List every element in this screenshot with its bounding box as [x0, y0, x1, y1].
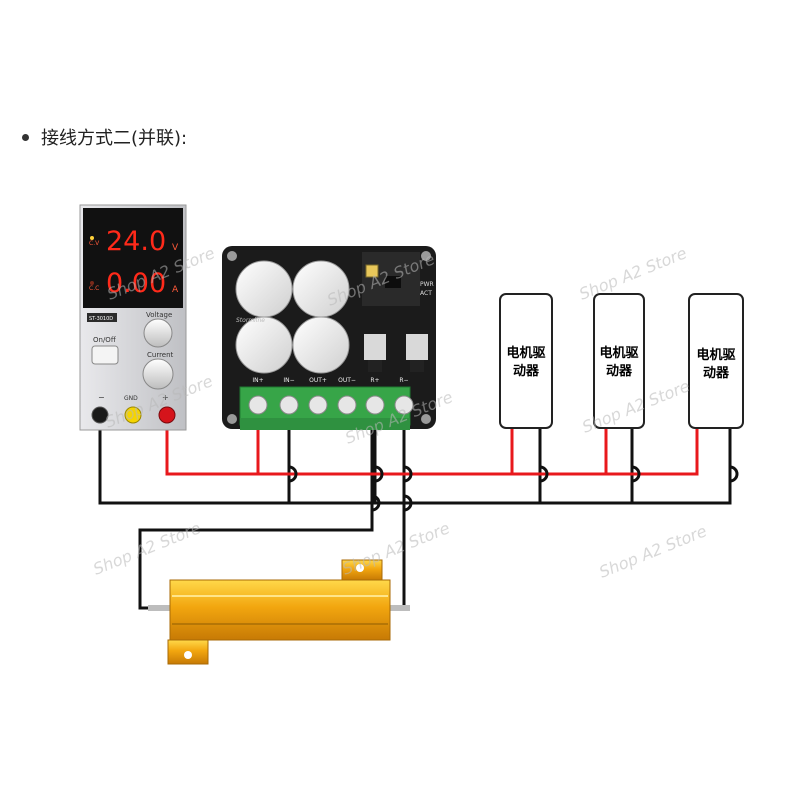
wire-resistor-left: [138, 411, 374, 610]
crossing-hop: [403, 465, 413, 483]
crossing-hop: [631, 465, 641, 483]
trimmer-pot[interactable]: [365, 264, 379, 278]
motor-driver-2-label: 电机驱动器: [599, 345, 638, 379]
watermark: Shop A2 Store: [339, 518, 452, 578]
heading-text: 接线方式二(并联):: [41, 128, 188, 149]
psu-display-panel: [83, 208, 183, 308]
motor-driver-1-label: 电机驱动器: [506, 345, 545, 379]
cv-led-icon: [90, 236, 94, 240]
plus-label: +: [162, 393, 169, 402]
current-display: 0.00: [106, 268, 166, 299]
cv-label: C.V: [89, 240, 100, 247]
wire-psu-plus-bus: [165, 428, 699, 476]
cc-label: C.C: [89, 285, 99, 292]
mounting-hole: [184, 651, 192, 659]
motor-driver-1[interactable]: [499, 293, 553, 429]
positive-wires: [165, 411, 699, 476]
voltage-knob-label: Voltage: [146, 311, 172, 319]
mounting-hole: [227, 414, 237, 424]
plus-terminal[interactable]: [158, 406, 176, 424]
mosfet-tab: [410, 360, 424, 372]
resistor-lead-left: [148, 605, 172, 611]
crossing-hop: [403, 494, 413, 512]
negative-wires: [98, 411, 732, 610]
terminal-label: R+: [370, 377, 379, 384]
motor-driver-3-label: 电机驱动器: [696, 347, 735, 381]
mosfet-tab: [368, 360, 382, 372]
mosfet: [364, 334, 386, 360]
gnd-label: GND: [124, 395, 138, 402]
mounting-hole: [421, 251, 431, 261]
wire-resistor-right: [390, 411, 406, 610]
wire-psu-minus-bus: [98, 428, 732, 505]
model-label: ST-3010D: [89, 316, 113, 322]
minus-terminal[interactable]: [91, 406, 109, 424]
crossing-hop: [374, 465, 384, 483]
model-plate: [87, 313, 117, 322]
mounting-hole: [421, 414, 431, 424]
heading: 接线方式二(并联):: [22, 124, 187, 150]
terminal-labels: IN+ IN− OUT+ OUT− R+ R−: [252, 377, 408, 384]
current-knob-label: Current: [147, 351, 174, 359]
capacitor: [235, 316, 293, 374]
current-knob[interactable]: [142, 358, 174, 390]
power-resistor: [148, 559, 410, 665]
resistor-lead-right: [386, 605, 410, 611]
terminal-label: OUT+: [309, 377, 327, 384]
crossing-hop: [288, 465, 298, 483]
motor-driver-2[interactable]: [593, 293, 645, 429]
motor-driver-3[interactable]: [688, 293, 744, 429]
chip: [385, 276, 401, 288]
terminal-screw[interactable]: [365, 395, 385, 415]
power-switch[interactable]: [91, 345, 119, 365]
motor-drivers: 电机驱动器 电机驱动器 电机驱动器: [499, 293, 744, 429]
terminal-screw[interactable]: [337, 395, 357, 415]
mosfet: [406, 334, 428, 360]
terminal-label: R−: [399, 377, 408, 384]
terminal-screws: [248, 395, 414, 415]
terminal-label: OUT−: [338, 377, 356, 384]
minus-label: −: [98, 393, 105, 402]
capacitor: [292, 316, 350, 374]
current-unit: A: [172, 285, 179, 295]
terminal-block-lower: [240, 418, 410, 430]
capacitor: [235, 260, 293, 318]
led-act-label: ACT: [420, 290, 432, 297]
energy-module-board: Stormline PWR ACT IN+ IN− OUT+ OUT− R+ R−: [222, 246, 436, 430]
module-brand: Stormline: [236, 317, 265, 324]
terminal-screw[interactable]: [308, 395, 328, 415]
crossing-hop: [539, 465, 549, 483]
terminal-screw[interactable]: [394, 395, 414, 415]
terminal-label: IN+: [252, 377, 263, 384]
terminal-screw[interactable]: [279, 395, 299, 415]
switch-label: On/Off: [93, 336, 116, 344]
terminal-screw[interactable]: [248, 395, 268, 415]
voltage-display: 24.0: [106, 226, 166, 257]
terminal-label: IN−: [283, 377, 294, 384]
gnd-terminal[interactable]: [124, 406, 142, 424]
power-supply: C.V 24.0 V C.C 0.00 A ST-3010D Voltage C…: [79, 204, 187, 431]
crossing-hop: [729, 465, 739, 483]
watermark: Shop A2 Store: [90, 518, 203, 578]
bullet-icon: [22, 133, 29, 141]
wire-crossings: [288, 465, 739, 512]
crossing-hop: [371, 494, 381, 512]
resistor-body: [169, 579, 391, 641]
mounting-hole: [356, 564, 364, 572]
watermark: Shop A2 Store: [596, 521, 709, 581]
cc-led-icon: [90, 281, 94, 285]
led-pwr-label: PWR: [420, 281, 434, 288]
voltage-knob[interactable]: [143, 318, 173, 348]
voltage-unit: V: [172, 243, 179, 253]
mounting-hole: [227, 251, 237, 261]
